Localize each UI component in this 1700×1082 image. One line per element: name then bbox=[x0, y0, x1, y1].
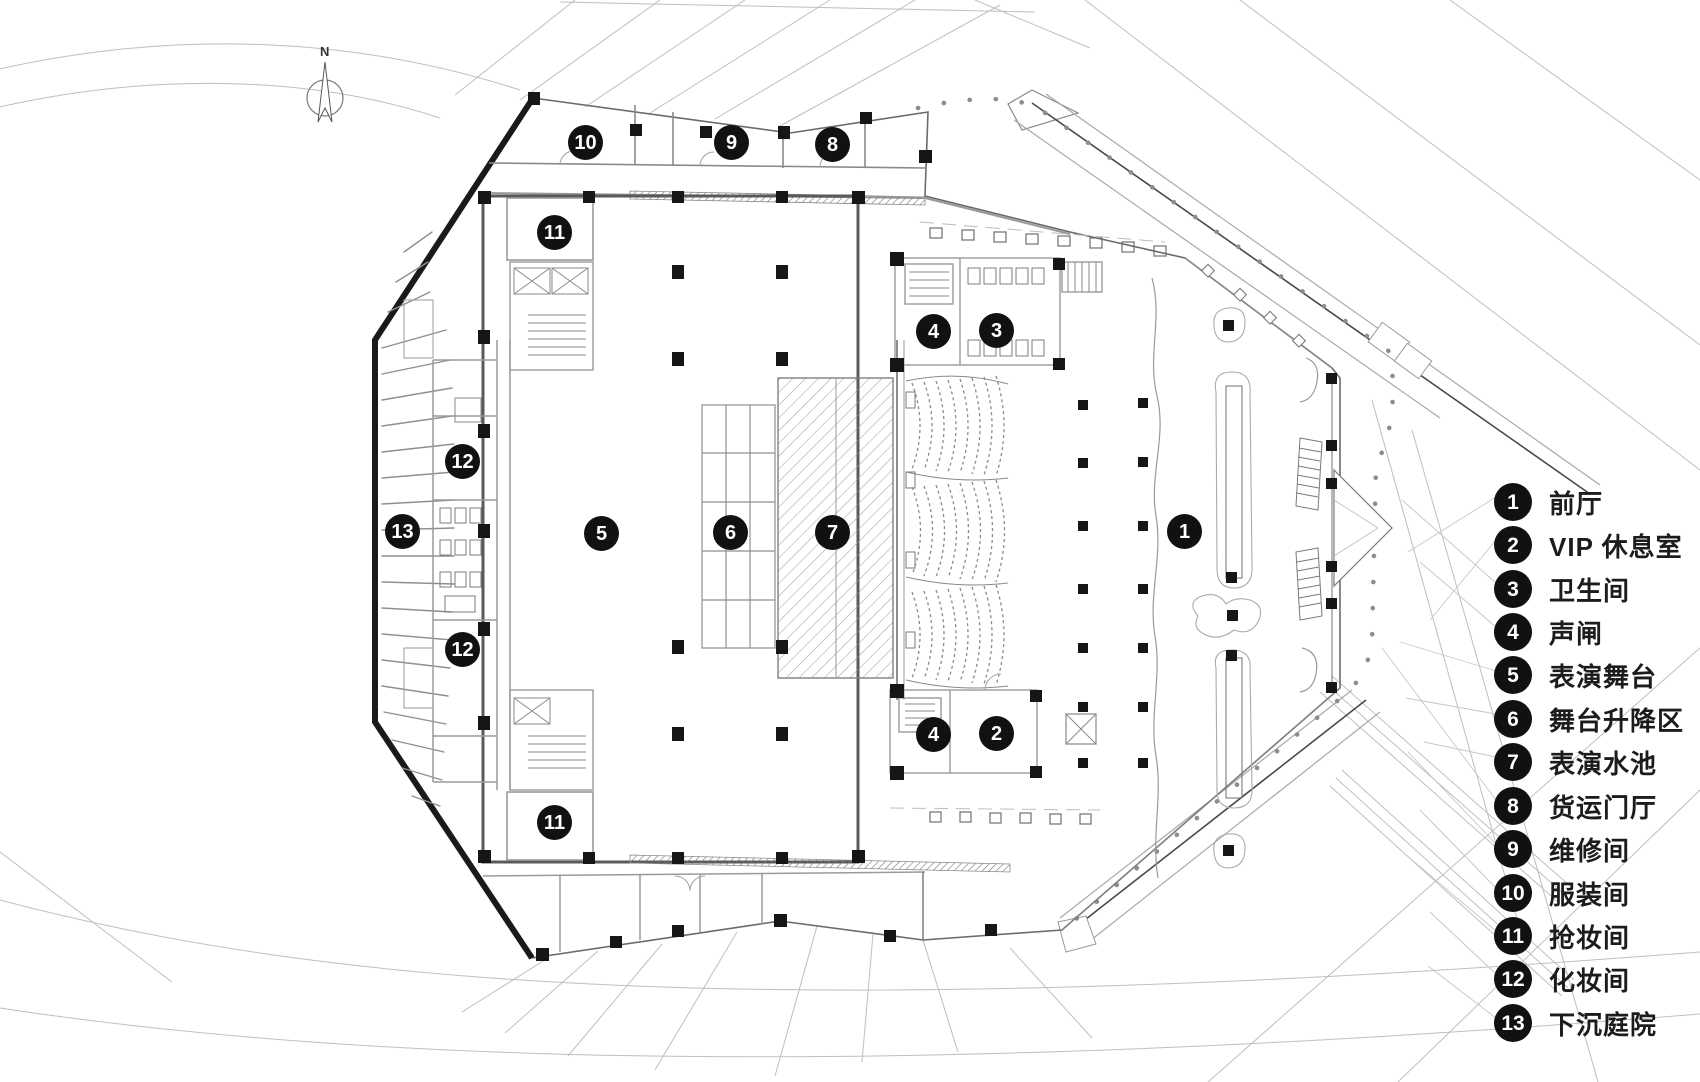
northeast-facade bbox=[919, 221, 1341, 931]
north-label: N bbox=[320, 44, 330, 59]
plan-marker-12: 12 bbox=[445, 632, 480, 667]
plan-marker-8: 8 bbox=[815, 127, 850, 162]
left-wing-rooms bbox=[403, 299, 511, 790]
plan-marker-5: 5 bbox=[584, 516, 619, 551]
plan-marker-6: 6 bbox=[713, 515, 748, 550]
plan-marker-13: 13 bbox=[385, 514, 420, 549]
room-cluster-4-3 bbox=[894, 257, 1103, 366]
bottom-strip-rooms bbox=[482, 807, 1101, 952]
lobby bbox=[1151, 277, 1393, 879]
upper-canopy-band bbox=[1007, 89, 1601, 495]
plan-marker-7: 7 bbox=[815, 515, 850, 550]
legend-leader-lines bbox=[1381, 496, 1497, 1019]
plan-marker-12: 12 bbox=[445, 444, 480, 479]
plan-marker-2: 2 bbox=[979, 716, 1014, 751]
plan-marker-11: 11 bbox=[537, 215, 572, 250]
plan-marker-9: 9 bbox=[714, 125, 749, 160]
plan-marker-3: 3 bbox=[979, 313, 1014, 348]
north-arrow-icon bbox=[306, 61, 344, 123]
structural-columns bbox=[478, 92, 1337, 961]
auditorium-seating bbox=[905, 375, 1009, 689]
plan-marker-4: 4 bbox=[916, 717, 951, 752]
plan-marker-10: 10 bbox=[568, 125, 603, 160]
top-strip-rooms bbox=[488, 105, 926, 169]
plan-marker-1: 1 bbox=[1167, 514, 1202, 549]
plan-marker-11: 11 bbox=[537, 805, 572, 840]
plan-marker-4: 4 bbox=[916, 314, 951, 349]
